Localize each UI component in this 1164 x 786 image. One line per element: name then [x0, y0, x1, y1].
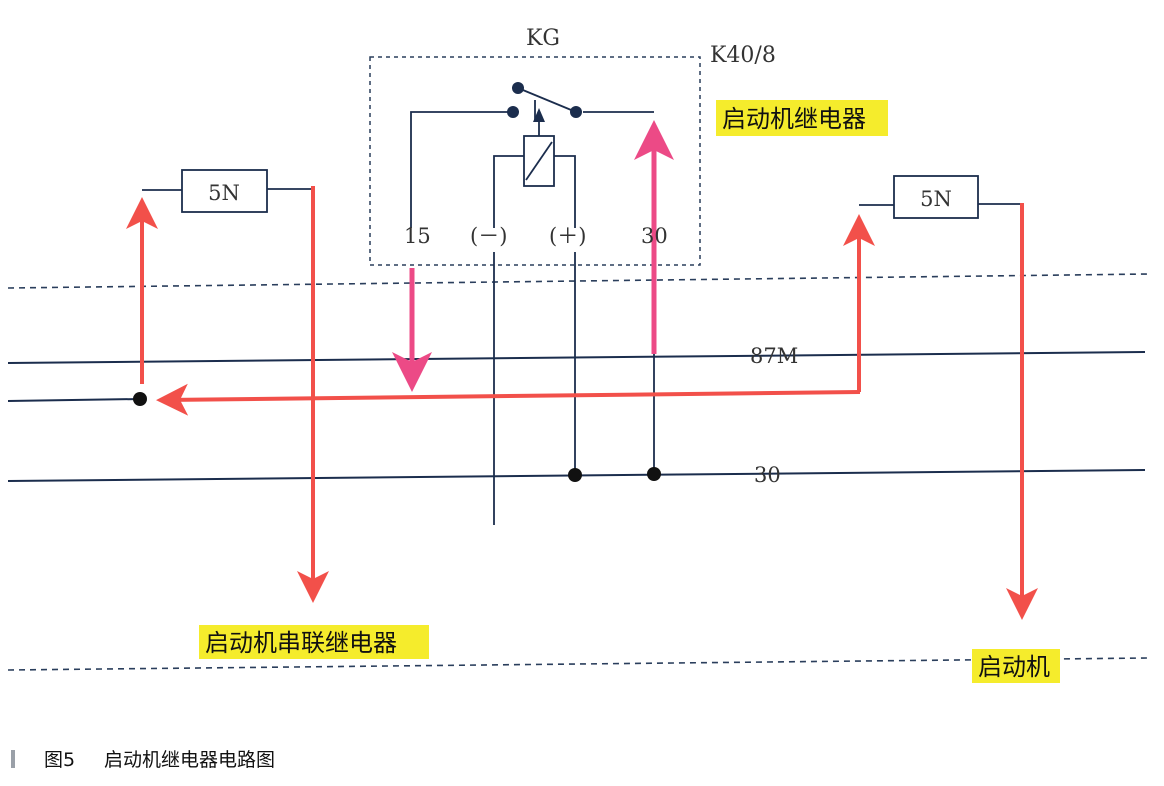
right-fuse-box	[893, 175, 979, 219]
starter-relay-highlight	[716, 100, 888, 136]
top-dashed-boundary	[7, 273, 1149, 289]
relay-armature-icon	[533, 108, 545, 122]
caption-number: 图5	[44, 749, 75, 771]
bottom-dashed-boundary	[7, 657, 1149, 671]
relay-box-title: KG	[526, 26, 560, 51]
junction-dot	[647, 467, 661, 481]
line-30-label: 30	[754, 463, 781, 487]
terminal-15-label: 15	[404, 224, 431, 248]
terminal-30-label: 30	[641, 224, 668, 248]
starter-relay-callout: 启动机继电器	[722, 105, 866, 133]
series-relay-highlight	[199, 625, 429, 659]
left-fuse-box	[181, 169, 268, 213]
caption-text: 启动机继电器电路图	[104, 749, 275, 771]
relay-box-code: K40/8	[710, 43, 776, 68]
series-relay-callout: 启动机串联继电器	[205, 629, 397, 657]
caption-bar-icon	[11, 750, 15, 768]
left-fuse-label: 5N	[208, 181, 240, 205]
red-arrow-along-bus	[156, 383, 861, 416]
right-fuse-label: 5N	[920, 187, 952, 211]
relay-contact-dot	[570, 106, 582, 118]
starter-callout: 启动机	[978, 653, 1050, 681]
line-87m-label: 87M	[750, 344, 798, 368]
starter-highlight	[972, 649, 1060, 683]
relay-contact-dot	[507, 106, 519, 118]
terminal-minus-label: (－)	[470, 224, 507, 248]
bus-87m-wire	[7, 351, 1146, 364]
relay-box	[369, 56, 701, 266]
relay-contact-dot	[512, 82, 524, 94]
junction-dot	[568, 468, 582, 482]
bus-15-wire	[7, 398, 141, 402]
relay-internals	[410, 87, 654, 228]
junction-dot	[133, 392, 147, 406]
terminal-plus-label: (＋)	[549, 224, 586, 248]
